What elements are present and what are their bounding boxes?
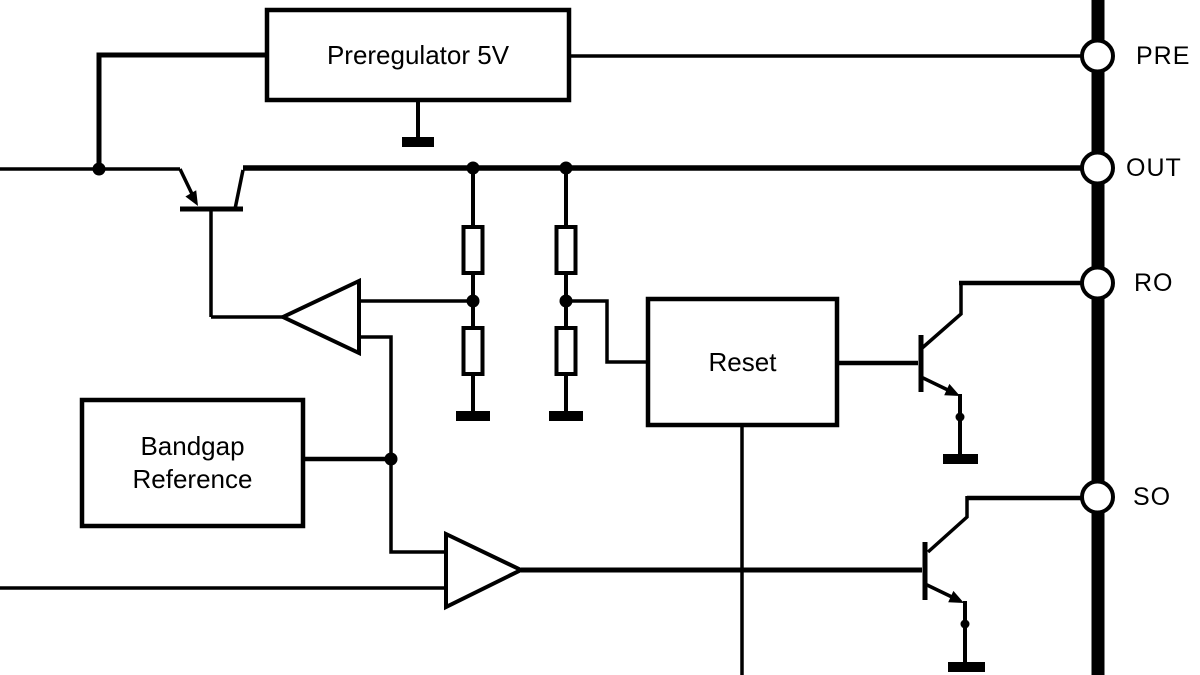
pin-label-so: SO	[1133, 483, 1172, 511]
bandgap-block	[79, 397, 306, 529]
resistor-divider-2	[549, 168, 648, 421]
junction-dot	[955, 412, 965, 422]
junction-dot	[960, 619, 970, 629]
pin-label-out: OUT	[1126, 154, 1182, 182]
bandgap-label-line2: Reference	[132, 464, 253, 494]
comparator-icon	[444, 530, 526, 611]
pass-transistor-pnp	[178, 168, 245, 317]
ground-bar-icon	[456, 411, 490, 421]
preregulator-label: Preregulator 5V	[326, 39, 510, 70]
pass-transistor-collector	[233, 169, 245, 210]
pin-pad-out	[1080, 150, 1115, 186]
pin-pad-pre	[1080, 38, 1115, 74]
pin-rail	[1091, 0, 1105, 675]
preregulator-block	[264, 7, 572, 103]
preregulator-input-wire	[96, 52, 267, 169]
so-emitter-arrow-icon	[948, 590, 964, 603]
ro-transistor-collector	[919, 283, 963, 351]
pin-label-ro: RO	[1134, 269, 1174, 297]
ground-bar-icon	[549, 411, 583, 421]
bandgap-label-line1: Bandgap	[140, 431, 245, 461]
ground-bar-icon	[402, 137, 434, 147]
comparator-input-top-wire	[389, 459, 447, 554]
ro-emitter-arrow-icon	[944, 383, 960, 396]
pass-transistor-emitter	[178, 168, 195, 197]
pin-pad-ro	[1080, 265, 1115, 301]
reset-label: Reset	[708, 346, 777, 377]
ground-bar-icon	[948, 662, 985, 672]
so-transistor-collector	[926, 496, 969, 554]
pin-label-pre: PRE	[1136, 42, 1191, 70]
error-amp-input-bottom-wire	[358, 335, 393, 459]
ro-transistor-emitter	[920, 375, 951, 393]
so-transistor-emitter	[924, 582, 955, 600]
resistor-icon	[554, 326, 578, 376]
junction-dot	[92, 162, 106, 176]
reset-block	[645, 296, 840, 428]
resistor-icon	[554, 225, 578, 275]
error-amp-icon	[278, 277, 361, 357]
bandgap-label: Bandgap Reference	[82, 400, 303, 526]
reset-input-wire	[566, 299, 648, 364]
ground-bar-icon	[943, 454, 978, 464]
reset-output-transistor-npn	[918, 280, 1086, 464]
resistor-icon	[461, 326, 485, 376]
resistor-icon	[461, 225, 485, 275]
resistor-divider-1	[358, 168, 490, 421]
sense-output-transistor-npn	[922, 495, 1086, 672]
pin-pad-so	[1080, 479, 1115, 515]
pass-transistor-emitter-arrow-icon	[185, 190, 198, 206]
